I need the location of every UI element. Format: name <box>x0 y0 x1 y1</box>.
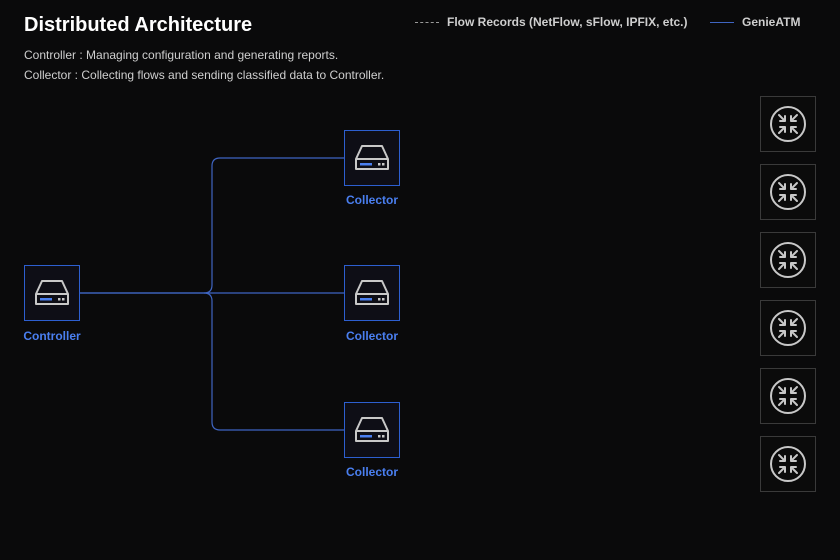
server-icon <box>355 280 389 305</box>
router-node-1[interactable] <box>760 96 816 152</box>
collector-label-1: Collector <box>345 193 398 207</box>
dashed-line-swatch <box>415 21 439 23</box>
solid-line-swatch <box>710 21 734 23</box>
router-icon <box>770 378 806 414</box>
link-controller-collector-3 <box>203 292 344 431</box>
router-icon <box>770 310 806 346</box>
server-icon <box>355 145 389 170</box>
collector-node-1[interactable] <box>344 130 400 186</box>
router-node-4[interactable] <box>760 300 816 356</box>
router-icon <box>770 242 806 278</box>
collector-node-2[interactable] <box>344 265 400 321</box>
router-node-2[interactable] <box>760 164 816 220</box>
legend-genieatm-label: GenieATM <box>742 15 801 29</box>
router-icon <box>770 446 806 482</box>
collector-description: Collector : Collecting flows and sending… <box>24 68 385 82</box>
router-node-6[interactable] <box>760 436 816 492</box>
legend-flow-records: Flow Records (NetFlow, sFlow, IPFIX, etc… <box>415 14 687 30</box>
router-icon <box>770 174 806 210</box>
legend-genieatm: GenieATM <box>710 14 800 30</box>
server-icon <box>355 417 389 442</box>
link-controller-collector-1 <box>80 157 344 294</box>
collector-label-2: Collector <box>345 329 398 343</box>
router-node-5[interactable] <box>760 368 816 424</box>
collector-label-3: Collector <box>345 465 398 479</box>
legend-flow-records-label: Flow Records (NetFlow, sFlow, IPFIX, etc… <box>447 15 688 29</box>
router-node-3[interactable] <box>760 232 816 288</box>
controller-description: Controller : Managing configuration and … <box>24 48 339 62</box>
router-icon <box>770 106 806 142</box>
controller-label: Controller <box>23 329 81 343</box>
page-title: Distributed Architecture <box>24 14 253 36</box>
collector-node-3[interactable] <box>344 402 400 458</box>
server-icon <box>35 280 69 305</box>
controller-node[interactable] <box>24 265 80 321</box>
